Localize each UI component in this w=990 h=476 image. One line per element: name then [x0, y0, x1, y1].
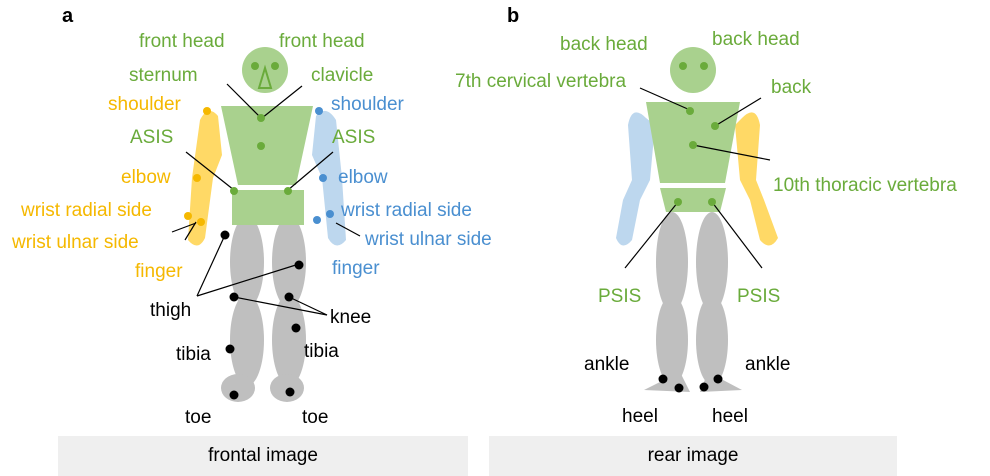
toe-left-marker	[230, 391, 239, 400]
panel-label-b: b	[507, 5, 519, 27]
toe-right-marker	[286, 388, 295, 397]
back-head-right-marker	[700, 62, 708, 70]
label-asis-left: ASIS	[130, 127, 173, 148]
asis-right-marker	[284, 187, 292, 195]
psis-right-marker	[708, 198, 716, 206]
label-thigh: thigh	[150, 300, 191, 321]
label-tibia-right: tibia	[304, 341, 339, 362]
asis-left-marker	[230, 187, 238, 195]
caption-rear: rear image	[489, 436, 897, 476]
shoulder-right-marker	[315, 107, 323, 115]
back-head-left-marker	[679, 62, 687, 70]
front-head-left-marker	[251, 62, 259, 70]
rear-left-arm-shape	[616, 112, 655, 245]
knee-left-marker	[230, 293, 239, 302]
label-clavicle: clavicle	[311, 65, 373, 86]
label-toe-right: toe	[302, 407, 328, 428]
ankle-left-marker	[659, 375, 668, 384]
label-sternum: sternum	[129, 65, 198, 86]
caption-frontal-text: frontal image	[208, 445, 318, 467]
label-front-head-left: front head	[139, 31, 225, 52]
label-psis-left: PSIS	[598, 286, 641, 307]
knee-right-marker	[285, 293, 294, 302]
heel-right-marker	[700, 383, 709, 392]
front-right-foot-shape	[270, 374, 304, 402]
label-back: back	[771, 77, 812, 98]
thigh-right-marker	[295, 261, 304, 270]
front-left-foot-shape	[221, 374, 255, 402]
shoulder-left-marker	[203, 107, 211, 115]
label-front-head-right: front head	[279, 31, 365, 52]
front-left-shin-shape	[230, 294, 264, 386]
front-head-right-marker	[271, 62, 279, 70]
wrist-ulnar-left-marker	[197, 218, 205, 226]
label-knee: knee	[330, 307, 371, 328]
rear-right-arm-shape	[735, 112, 778, 245]
label-psis-right: PSIS	[737, 286, 780, 307]
front-pelvis-shape	[232, 190, 304, 225]
label-asis-right: ASIS	[332, 127, 375, 148]
label-finger-right: finger	[332, 258, 380, 279]
c7-marker	[686, 107, 694, 115]
label-heel-left: heel	[622, 406, 658, 427]
panel-label-a: a	[62, 5, 74, 27]
elbow-right-marker	[319, 174, 327, 182]
ankle-right-marker	[714, 375, 723, 384]
body-marker-diagram: a b	[0, 0, 990, 436]
label-toe-left: toe	[185, 407, 211, 428]
rear-left-shin-shape	[656, 295, 688, 385]
rear-right-shin-shape	[696, 295, 728, 385]
label-shoulder-left: shoulder	[108, 94, 182, 115]
label-tibia-left: tibia	[176, 344, 211, 365]
label-c7: 7th cervical vertebra	[455, 71, 627, 92]
wrist-radial-left-marker	[184, 212, 192, 220]
label-wrist-radial-right: wrist radial side	[340, 200, 472, 221]
elbow-left-marker	[193, 174, 201, 182]
thigh-left-leader	[197, 235, 225, 296]
label-shoulder-right: shoulder	[331, 94, 405, 115]
label-back-head-right: back head	[712, 29, 800, 50]
rear-figure: back head back head 7th cervical vertebr…	[455, 29, 957, 427]
label-t10: 10th thoracic vertebra	[773, 175, 957, 196]
sternum-marker	[257, 142, 265, 150]
psis-left-marker	[674, 198, 682, 206]
label-elbow-right: elbow	[338, 167, 388, 188]
rear-head-shape	[670, 47, 716, 93]
label-back-head-left: back head	[560, 34, 648, 55]
label-finger-left: finger	[135, 261, 183, 282]
label-ankle-right: ankle	[745, 354, 790, 375]
tibia-right-marker	[292, 324, 301, 333]
label-ankle-left: ankle	[584, 354, 629, 375]
clavicle-marker	[257, 114, 265, 122]
heel-left-marker	[675, 384, 684, 393]
caption-frontal: frontal image	[58, 436, 468, 476]
back-marker	[711, 122, 719, 130]
thigh-left-marker	[221, 231, 230, 240]
caption-rear-text: rear image	[648, 445, 739, 467]
wrist-radial-right-marker	[326, 210, 334, 218]
label-elbow-left: elbow	[121, 167, 171, 188]
front-figure: front head front head sternum clavicle s…	[11, 31, 492, 428]
front-torso-shape	[221, 106, 313, 185]
tibia-left-marker	[226, 345, 235, 354]
label-wrist-ulnar-right: wrist ulnar side	[364, 229, 492, 250]
label-wrist-ulnar-left: wrist ulnar side	[11, 232, 139, 253]
label-heel-right: heel	[712, 406, 748, 427]
label-wrist-radial-left: wrist radial side	[20, 200, 152, 221]
t10-marker	[689, 141, 697, 149]
wrist-ulnar-right-marker	[313, 216, 321, 224]
